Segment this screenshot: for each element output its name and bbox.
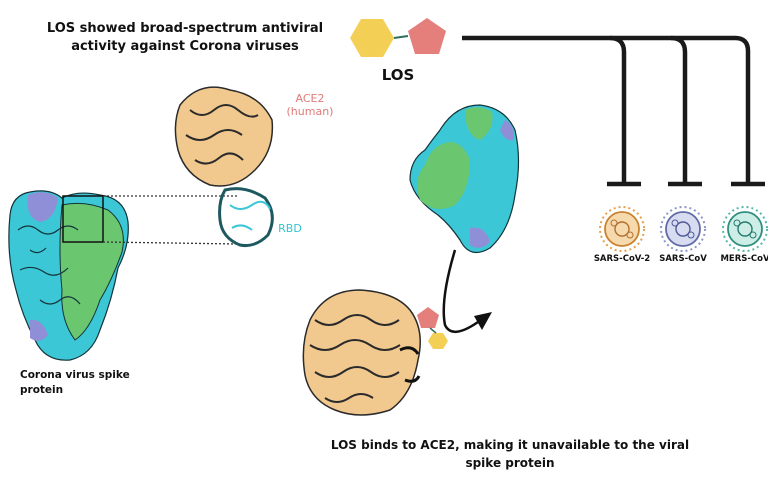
- spike-protein-label: Corona virus spike protein: [8, 368, 130, 398]
- los-pentagon: [408, 18, 446, 54]
- los-hexagon: [350, 19, 394, 57]
- spike-protein-right: [410, 105, 519, 253]
- curved-arrow: [444, 250, 492, 332]
- ace2-rbd-structure: [175, 87, 272, 245]
- virus-label-mers-cov: MERS-CoV: [710, 254, 768, 264]
- los-molecule: [350, 18, 446, 57]
- virus-label-sars-cov: SARS-CoV: [648, 254, 718, 264]
- virus-mers-cov: [723, 207, 767, 251]
- title: LOS showed broad-spectrum antiviral acti…: [40, 20, 330, 56]
- spike-protein-left: [9, 191, 128, 360]
- virus-sars-cov-2: [600, 207, 644, 251]
- los-label: LOS: [368, 66, 428, 84]
- bound-hexagon: [428, 333, 448, 349]
- rbd-label: RBD: [270, 222, 310, 235]
- bottom-caption: LOS binds to ACE2, making it unavailable…: [320, 436, 700, 472]
- ace2-bound-structure: [303, 290, 448, 415]
- ace2-label: ACE2 (human): [280, 92, 340, 118]
- bound-pentagon: [417, 307, 439, 328]
- virus-sars-cov: [661, 207, 705, 251]
- virus-label-sars-cov-2: SARS-CoV-2: [587, 254, 657, 264]
